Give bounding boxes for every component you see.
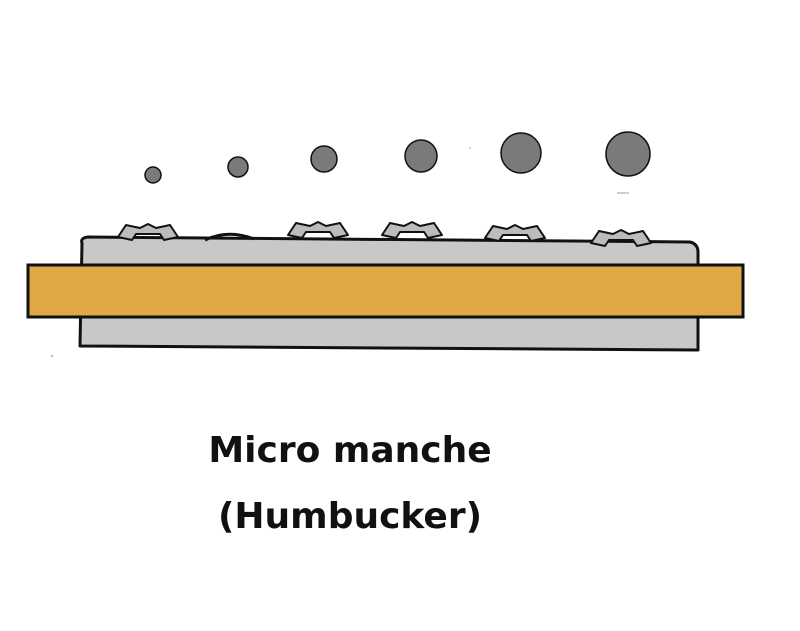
diagram-caption: Micro manche (Humbucker): [0, 418, 700, 550]
pole-screw-2-icon: [287, 221, 349, 239]
pole-screw-4-icon: [484, 224, 546, 242]
string-4-icon: [404, 139, 438, 173]
pole-screws: [117, 221, 652, 247]
string-5-icon: [500, 132, 542, 174]
speck-dot: [50, 354, 54, 358]
strings: [144, 131, 651, 184]
pole-screw-5-icon: [590, 229, 652, 247]
string-6-icon: [605, 131, 651, 177]
string-1-icon: [144, 166, 162, 184]
string-3-icon: [310, 145, 338, 173]
neck-bar: [26, 263, 745, 319]
caption-title: Micro manche: [208, 430, 492, 471]
pole-screw-1-icon: [117, 223, 179, 241]
string-2-icon: [227, 156, 249, 178]
cover-bump: [204, 232, 255, 242]
caption-subtitle: (Humbucker): [217, 496, 483, 537]
pole-screw-3-icon: [381, 221, 443, 239]
speck-dot: [469, 147, 471, 149]
